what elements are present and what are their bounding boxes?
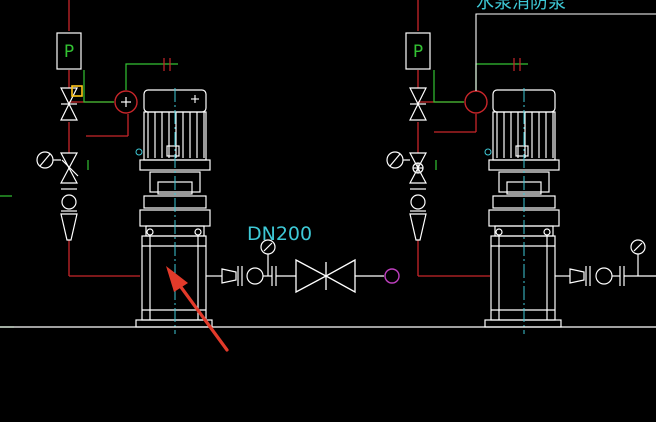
left-small-fitting-icon [135,148,143,156]
discharge-endpoint-marker[interactable] [384,268,400,284]
pressure-switch-label: P [64,42,74,62]
left-flow-switch-plus [121,97,131,107]
left-pump[interactable] [135,89,213,328]
right-pressure-switch-box[interactable] [405,32,431,70]
discharge-pressure-gauge[interactable] [260,239,276,255]
discharge-pipe-segments [206,254,384,286]
right-pressure-gauge[interactable] [386,151,410,169]
right-discharge-gauge[interactable] [630,239,646,255]
dn200-gate-valve[interactable] [295,258,356,294]
annotation-arrow [166,266,229,352]
right-discharge-pipe [555,254,656,286]
pressure-switch-box[interactable] [56,32,82,70]
left-flow-switch[interactable] [114,90,138,114]
left-end-cap-symbol [163,58,171,71]
discharge-line[interactable]: DN200 [206,223,400,294]
selected-grip-marker[interactable] [71,85,83,97]
top-right-note: 水泵消防泵 [476,0,566,13]
right-vertical-valve[interactable] [409,87,427,121]
note-leader-line [475,13,656,91]
left-motor-terminal-icon [191,95,199,103]
right-check-valve[interactable] [409,152,427,241]
left-check-valve[interactable] [60,152,79,241]
right-end-cap-symbol [513,58,521,71]
right-pressure-switch-label: P [413,42,423,62]
pipe-size-label: DN200 [247,223,312,245]
left-pressure-gauge[interactable] [36,151,61,169]
right-small-fitting-icon [484,148,492,156]
left-pump-group[interactable]: P [0,0,213,334]
right-pump-group[interactable]: P 水泵消防泵 [386,0,656,334]
